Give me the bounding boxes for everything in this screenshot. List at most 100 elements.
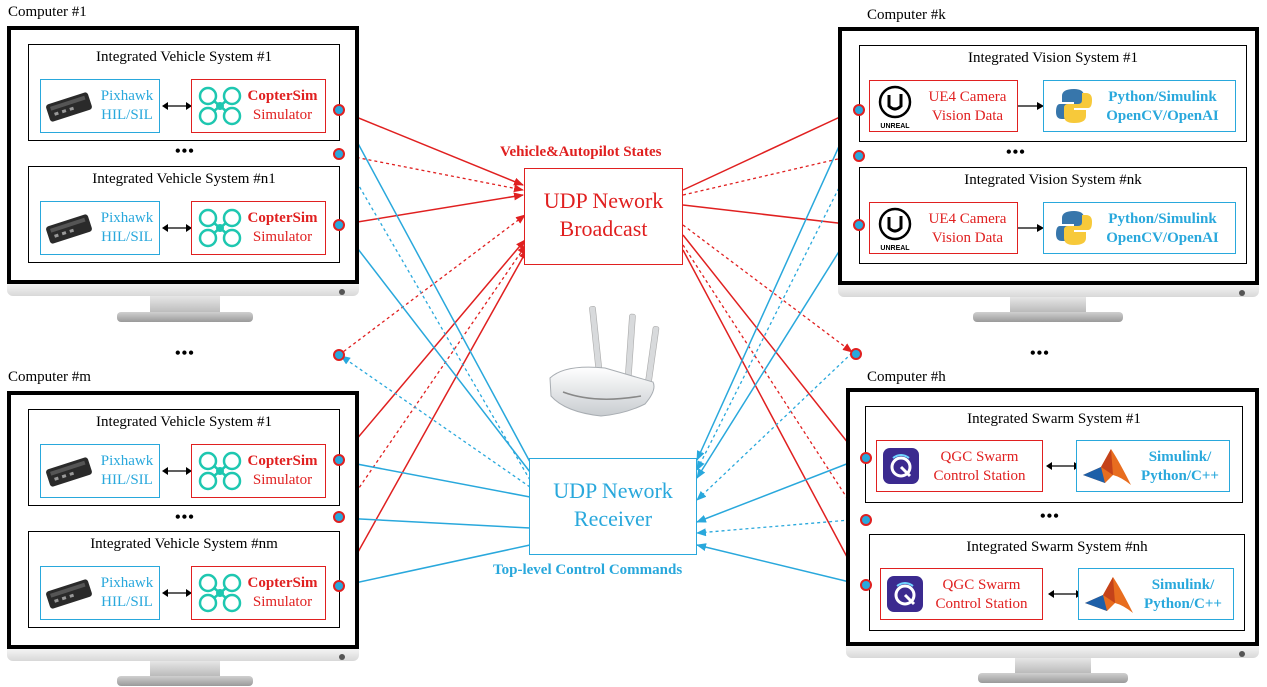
vehicle-states-label: Vehicle&Autopilot States	[500, 144, 662, 160]
system-title: Integrated Vehicle System #1	[96, 414, 272, 430]
bidirectional-arrow	[162, 102, 192, 110]
ue4-label: UE4 Camera	[928, 211, 1007, 227]
python-label: Python/Simulink	[1108, 89, 1217, 105]
computer-1-title: Computer #1	[8, 4, 87, 20]
quadcopter-icon	[196, 208, 244, 253]
system-title: Integrated Swarm System #1	[967, 411, 1141, 427]
ellipsis: •••	[1040, 508, 1060, 525]
system-title: Integrated Vehicle System #n1	[92, 171, 276, 187]
computer-h-title: Computer #h	[867, 369, 946, 385]
coptersim-label: CopterSim	[247, 88, 318, 104]
udp-receiver-line1: UDP Nework	[553, 478, 673, 503]
python-label: Python/Simulink	[1108, 211, 1217, 227]
arrow-c1sn-to-broadcast	[338, 192, 524, 226]
monitor-bezel	[7, 284, 359, 296]
python-logo-icon	[1054, 208, 1094, 253]
arrow-broadcast-to-visn	[682, 204, 856, 228]
simulink-box: Simulink/Python/C++	[1078, 568, 1234, 620]
pixhawk-label: Pixhawk	[100, 210, 154, 226]
system-title: Integrated Swarm System #nh	[966, 539, 1148, 555]
simulink-label: Simulink/	[1148, 449, 1212, 465]
arrow-broadcast-to-vis1	[682, 109, 856, 191]
qgc-label: QGC Swarm	[942, 577, 1021, 593]
system-title: Integrated Vision System #nk	[964, 172, 1142, 188]
qgc-logo-icon	[882, 447, 920, 490]
arrow-cmsn-to-broadcast	[338, 249, 528, 587]
simulink-box: Simulink/Python/C++	[1076, 440, 1230, 492]
pixhawk-board-icon	[43, 212, 95, 251]
monitor-bezel	[846, 646, 1259, 658]
ue4-sub: Vision Data	[931, 230, 1004, 246]
unreal-logo-icon: UNREAL	[874, 206, 916, 257]
ue4-sub: Vision Data	[931, 108, 1004, 124]
python-logo-icon	[1054, 86, 1094, 131]
quadcopter-icon	[196, 451, 244, 496]
qgc-logo-icon	[886, 575, 924, 618]
pixhawk-label: Pixhawk	[100, 575, 154, 591]
bidirectional-arrow	[1046, 462, 1080, 470]
coptersim-label: CopterSim	[247, 210, 318, 226]
system-title: Integrated Vehicle System #1	[96, 49, 272, 65]
computer-k-title: Computer #k	[867, 7, 946, 23]
bidirectional-arrow	[162, 224, 192, 232]
pixhawk-board-icon	[43, 90, 95, 129]
udp-broadcast-line1: UDP Nework	[543, 188, 664, 213]
pixhawk-label: Pixhawk	[100, 453, 154, 469]
svg-text:UNREAL: UNREAL	[880, 245, 910, 252]
pixhawk-sub: HIL/SIL	[101, 472, 153, 488]
quadcopter-icon	[196, 573, 244, 618]
ellipsis: •••	[1030, 345, 1050, 362]
qgc-label: QGC Swarm	[940, 449, 1019, 465]
coptersim-label: CopterSim	[247, 453, 318, 469]
router-icon	[549, 305, 660, 417]
udp-broadcast-line2: Broadcast	[559, 216, 648, 241]
ellipsis: •••	[1006, 144, 1026, 161]
control-commands-label: Top-level Control Commands	[493, 562, 683, 578]
bidirectional-arrow	[162, 589, 192, 597]
arrow-cms1-to-broadcast	[338, 239, 526, 461]
pixhawk-sub: HIL/SIL	[101, 229, 153, 245]
simulink-sub: Python/C++	[1144, 596, 1222, 612]
coptersim-label: CopterSim	[247, 575, 318, 591]
udp-broadcast-box: UDP Nework Broadcast	[524, 168, 683, 265]
unreal-logo-icon: UNREAL	[874, 84, 916, 135]
coptersim-sub: Simulator	[252, 472, 313, 488]
ue4-label: UE4 Camera	[928, 89, 1007, 105]
qgc-sub: Control Station	[933, 468, 1026, 484]
system-title: Integrated Vision System #1	[967, 50, 1139, 66]
python-sub: OpenCV/OpenAI	[1106, 230, 1219, 246]
pixhawk-board-icon	[43, 577, 95, 616]
monitor-bezel	[838, 285, 1259, 297]
simulink-label: Simulink/	[1151, 577, 1215, 593]
matlab-logo-icon	[1081, 445, 1133, 494]
svg-text:UNREAL: UNREAL	[880, 123, 910, 130]
coptersim-sub: Simulator	[252, 594, 313, 610]
computer-m-title: Computer #m	[8, 369, 91, 385]
simulink-sub: Python/C++	[1141, 468, 1219, 484]
coptersim-sub: Simulator	[252, 229, 313, 245]
udp-receiver-line2: Receiver	[573, 506, 653, 531]
qgc-sub: Control Station	[935, 596, 1028, 612]
pixhawk-label: Pixhawk	[100, 88, 154, 104]
quadcopter-icon	[196, 86, 244, 131]
coptersim-sub: Simulator	[252, 107, 313, 123]
bidirectional-arrow	[162, 467, 192, 475]
matlab-logo-icon	[1083, 573, 1135, 622]
ellipsis: •••	[175, 143, 195, 160]
arrow-broadcast-to-sw1	[682, 234, 861, 459]
arrow	[1018, 224, 1044, 232]
